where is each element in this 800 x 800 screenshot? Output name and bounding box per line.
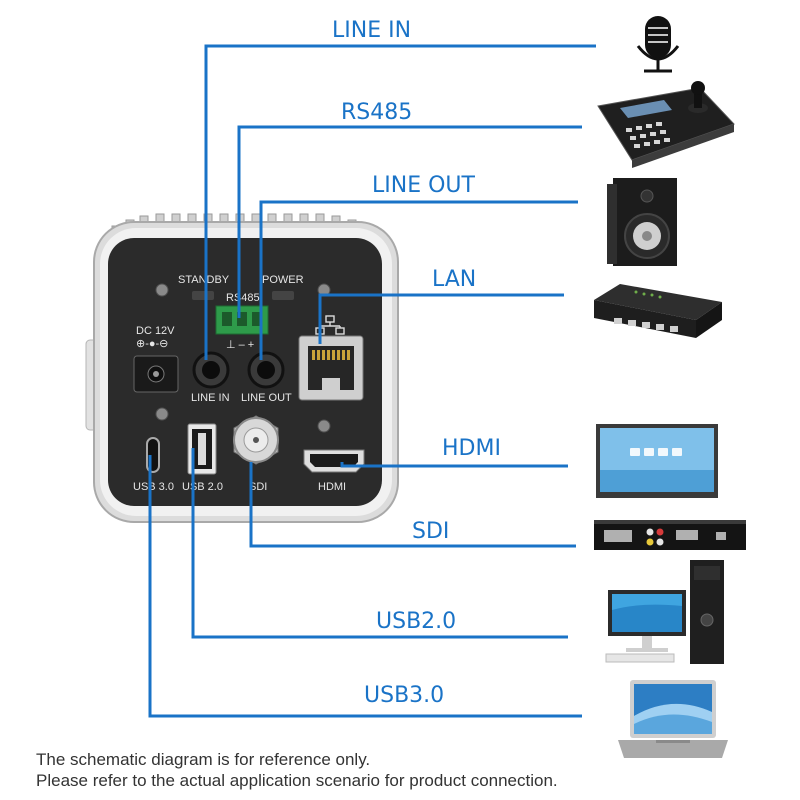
line-out-panel-label: LINE OUT — [241, 392, 292, 404]
label-line-out: LINE OUT — [372, 173, 476, 198]
desktop-pc-icon — [605, 560, 724, 664]
connection-labels: LINE IN RS485 LINE OUT LAN HDMI SDI USB2… — [332, 18, 501, 708]
label-sdi: SDI — [412, 519, 449, 544]
lan-port[interactable] — [298, 335, 364, 401]
disclaimer-line-1: The schematic diagram is for reference o… — [36, 750, 371, 769]
disclaimer-line-2: Please refer to the actual application s… — [36, 771, 558, 790]
dc-label: DC 12V — [136, 325, 175, 337]
usb2-port[interactable] — [187, 423, 217, 475]
usb2-panel-label: USB 2.0 — [182, 481, 223, 493]
hdmi-connector-line — [340, 462, 568, 468]
hdmi-panel-label: HDMI — [318, 481, 346, 493]
standby-label: STANDBY — [178, 274, 230, 286]
sdi-connector-line — [249, 462, 576, 548]
power-led — [272, 291, 294, 300]
ptz-keyboard-icon — [597, 81, 735, 168]
rs485-pin-label: ⊥ – + — [226, 339, 254, 351]
usb3-connector-line — [148, 455, 582, 718]
sdi-panel-label: SDI — [249, 481, 267, 493]
usb3-panel-label: USB 3.0 — [133, 481, 174, 493]
label-usb3: USB3.0 — [364, 683, 444, 708]
line-out-connector-line — [259, 200, 578, 360]
label-lan: LAN — [432, 267, 476, 292]
sdi-receiver-icon — [594, 520, 746, 550]
line-in-panel-label: LINE IN — [191, 392, 230, 404]
label-line-in: LINE IN — [332, 18, 411, 43]
camera-rear-body: STANDBY POWER RS485 ⊥ – + DC 12V ⊕-●-⊖ L… — [85, 213, 399, 523]
microphone-icon — [636, 16, 680, 73]
sdi-bnc-port[interactable] — [233, 415, 279, 465]
line-in-connector-line — [204, 44, 596, 360]
line-in-jack[interactable] — [192, 351, 230, 389]
dc-polarity-icon: ⊕-●-⊖ — [136, 338, 168, 350]
standby-led — [192, 291, 214, 300]
monitor-icon — [596, 424, 718, 498]
rear-panel — [108, 238, 382, 506]
connection-lines — [148, 44, 596, 718]
label-usb2: USB2.0 — [376, 609, 456, 634]
rs485-connector-line — [237, 125, 582, 318]
usb2-connector-line — [191, 448, 568, 639]
line-out-jack[interactable] — [247, 351, 285, 389]
network-switch-icon — [594, 284, 722, 338]
lan-connector-line — [318, 293, 564, 344]
label-hdmi: HDMI — [442, 436, 501, 461]
laptop-icon — [618, 680, 728, 758]
power-label: POWER — [262, 274, 304, 286]
rs485-panel-label: RS485 — [226, 292, 260, 304]
label-rs485: RS485 — [341, 100, 412, 125]
hdmi-port[interactable] — [303, 449, 365, 473]
panel-screws — [155, 283, 331, 433]
speaker-icon — [607, 178, 677, 266]
